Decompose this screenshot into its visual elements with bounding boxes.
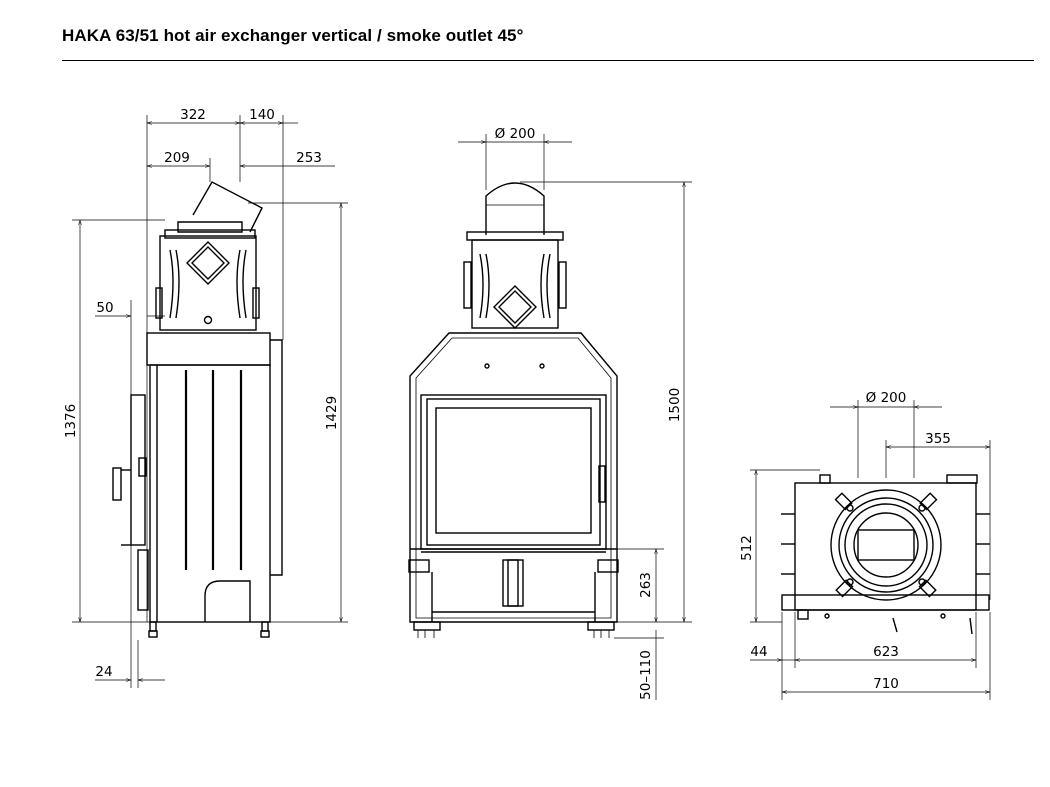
top-view: Ø 200 355 512 44 623 710	[739, 390, 991, 700]
dim-263: 263	[638, 572, 654, 598]
top-dim-diameter-200: Ø 200	[866, 390, 907, 406]
dim-512: 512	[739, 535, 755, 561]
dim-140: 140	[249, 107, 275, 123]
dim-253: 253	[296, 150, 322, 166]
side-dimensions	[72, 115, 348, 688]
dim-1376: 1376	[63, 404, 79, 438]
dim-623: 623	[873, 644, 899, 660]
dim-1500: 1500	[667, 388, 683, 422]
dim-1429: 1429	[324, 396, 340, 430]
top-outlet-ring	[830, 489, 942, 601]
side-smoke-outlet	[177, 181, 263, 233]
dim-44: 44	[750, 644, 767, 660]
top-body	[781, 474, 990, 635]
front-view: Ø 200 1500 263 50–110	[408, 126, 692, 700]
side-firebox-body	[112, 332, 283, 638]
top-dimensions	[750, 400, 991, 700]
dim-710: 710	[873, 676, 899, 692]
dim-355: 355	[925, 431, 951, 447]
dim-50: 50	[96, 300, 113, 316]
dim-50-110: 50–110	[638, 650, 654, 700]
dim-24: 24	[95, 664, 112, 680]
dim-322: 322	[180, 107, 206, 123]
side-exchanger-box	[155, 229, 260, 331]
front-firebox-body	[408, 332, 619, 638]
page-title: HAKA 63/51 hot air exchanger vertical / …	[62, 26, 524, 45]
front-dim-diameter-200: Ø 200	[495, 126, 536, 142]
title-divider	[62, 60, 1034, 61]
front-smoke-pipe	[485, 182, 545, 235]
side-view: 322 140 209 253 50 1376 1429 24	[63, 107, 348, 688]
front-exchanger-box	[463, 231, 567, 329]
front-dimensions	[458, 134, 692, 700]
dim-209: 209	[164, 150, 190, 166]
